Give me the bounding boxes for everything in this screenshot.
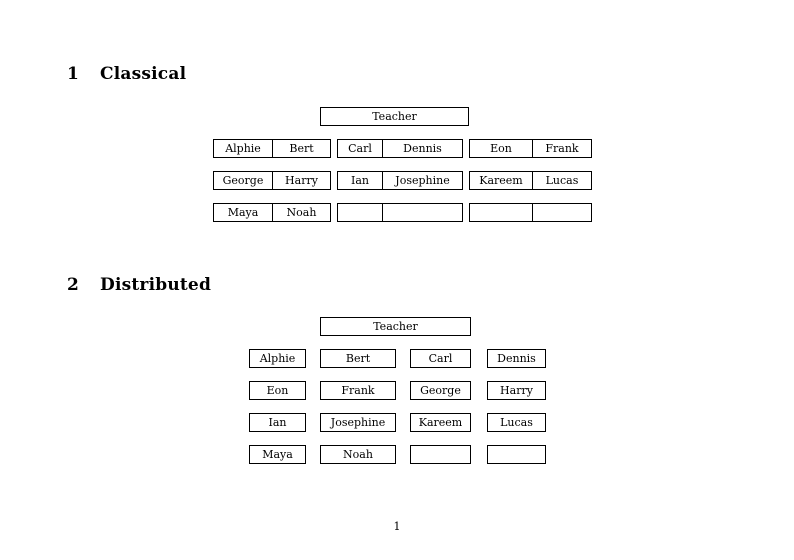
- classical-right-row-3: [469, 203, 592, 222]
- name-cell: Harry: [487, 381, 546, 400]
- classical-right-row-2: Kareem Lucas: [469, 171, 592, 190]
- name-cell: Alphie: [213, 139, 273, 158]
- section-number-2: 2: [67, 275, 80, 295]
- classical-left-row-2: George Harry: [213, 171, 331, 190]
- name-cell: Dennis: [382, 139, 463, 158]
- name-cell: Ian: [249, 413, 306, 432]
- name-cell: Maya: [213, 203, 273, 222]
- classical-middle-row-3: [337, 203, 463, 222]
- table-row: Teacher: [320, 107, 469, 126]
- empty-cell: [337, 203, 383, 222]
- classical-middle-row-2: Ian Josephine: [337, 171, 463, 190]
- classical-teacher-box: Teacher: [320, 107, 469, 126]
- name-cell: Josephine: [320, 413, 396, 432]
- table-row: Carl Dennis: [337, 139, 463, 158]
- name-cell: Carl: [337, 139, 383, 158]
- classical-left-row-3: Maya Noah: [213, 203, 331, 222]
- classical-right-row-1: Eon Frank: [469, 139, 592, 158]
- section-title-distributed: Distributed: [100, 275, 212, 295]
- name-cell: Carl: [410, 349, 471, 368]
- table-row: Alphie Bert: [213, 139, 331, 158]
- teacher-cell: Teacher: [320, 107, 469, 126]
- section-heading-distributed: 2 Distributed: [67, 277, 211, 294]
- name-cell: Kareem: [469, 171, 533, 190]
- table-row: [337, 203, 463, 222]
- table-row: George Harry: [213, 171, 331, 190]
- name-cell: Alphie: [249, 349, 306, 368]
- name-cell: Eon: [469, 139, 533, 158]
- empty-cell: [410, 445, 471, 464]
- name-cell: Dennis: [487, 349, 546, 368]
- table-row: [469, 203, 592, 222]
- section-heading-classical: 1 Classical: [67, 66, 186, 83]
- empty-cell: [469, 203, 533, 222]
- table-row: Kareem Lucas: [469, 171, 592, 190]
- name-cell: Bert: [272, 139, 331, 158]
- name-cell: Lucas: [487, 413, 546, 432]
- table-row: Ian Josephine: [337, 171, 463, 190]
- table-row: Maya Noah: [213, 203, 331, 222]
- section-number-1: 1: [67, 64, 80, 84]
- name-cell: Kareem: [410, 413, 471, 432]
- name-cell: Ian: [337, 171, 383, 190]
- classical-middle-row-1: Carl Dennis: [337, 139, 463, 158]
- name-cell: Lucas: [532, 171, 592, 190]
- name-cell: Maya: [249, 445, 306, 464]
- page-number: 1: [393, 520, 401, 533]
- name-cell: George: [213, 171, 273, 190]
- name-cell: Josephine: [382, 171, 463, 190]
- name-cell: Noah: [320, 445, 396, 464]
- name-cell: Noah: [272, 203, 331, 222]
- teacher-cell: Teacher: [320, 317, 471, 336]
- classical-left-row-1: Alphie Bert: [213, 139, 331, 158]
- empty-cell: [382, 203, 463, 222]
- distributed-teacher-box: Teacher: [320, 317, 471, 336]
- table-row: Eon Frank: [469, 139, 592, 158]
- name-cell: Harry: [272, 171, 331, 190]
- name-cell: Frank: [532, 139, 592, 158]
- name-cell: Eon: [249, 381, 306, 400]
- name-cell: George: [410, 381, 471, 400]
- name-cell: Bert: [320, 349, 396, 368]
- name-cell: Frank: [320, 381, 396, 400]
- empty-cell: [532, 203, 592, 222]
- table-row: Teacher: [320, 317, 471, 336]
- section-title-classical: Classical: [100, 64, 187, 84]
- empty-cell: [487, 445, 546, 464]
